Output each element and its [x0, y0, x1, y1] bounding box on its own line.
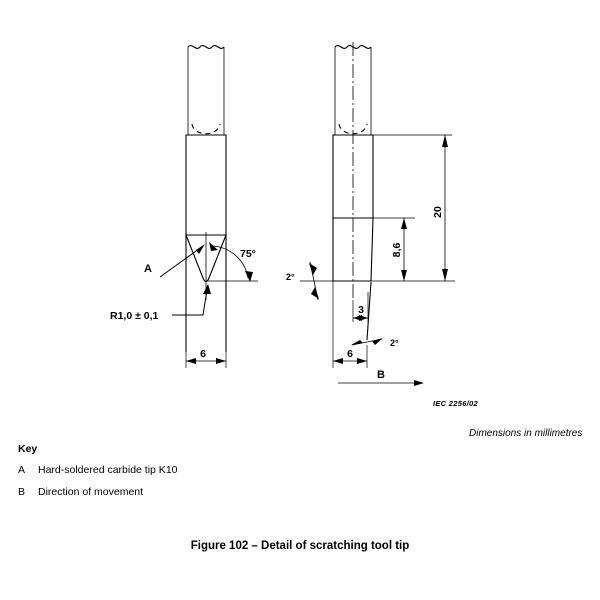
figure-caption: Figure 102 – Detail of scratching tool t… — [190, 540, 410, 552]
side-height-label-20: 20 — [432, 206, 444, 218]
side-rake-flank-edge — [366, 281, 372, 341]
iec-reference-note: IEC 2256/02 — [433, 399, 478, 408]
side-width-arrow-left — [333, 358, 343, 364]
side-height-arrow-top-20 — [442, 135, 448, 147]
side-dim3-label: 3 — [358, 304, 364, 316]
front-radius-arrowhead — [203, 284, 211, 294]
side-left-angle-arrow-up — [309, 263, 317, 275]
side-left-angle-arrow-down — [311, 287, 319, 299]
front-width-arrow-right — [216, 358, 226, 364]
side-dim3-arrow-right — [359, 315, 368, 321]
front-hidden-seat-arc — [191, 123, 221, 135]
side-tip-height-label: 8,6 — [391, 243, 403, 258]
front-view-group: 75° A R1,0 ± 0,1 6 — [110, 45, 258, 368]
front-angle-arrow-lower — [245, 271, 253, 282]
key-block: Key A Hard-soldered carbide tip K10 B Di… — [18, 443, 438, 508]
front-body-block — [185, 134, 227, 236]
front-width-arrow-left — [186, 358, 196, 364]
front-callout-a-label: A — [144, 263, 152, 275]
front-radius-leader — [172, 289, 208, 316]
side-height-arrow-bottom-20 — [442, 269, 448, 281]
side-bottom-angle-arrow-right — [372, 338, 383, 345]
side-width-label: 6 — [347, 348, 353, 360]
key-item-b-id: B — [18, 486, 26, 498]
key-item-a-id: A — [18, 464, 26, 476]
units-note: Dimensions in millimetres — [469, 428, 583, 439]
front-angle-arrow-upper — [209, 242, 218, 251]
side-tip-height-arrow-bottom — [401, 270, 407, 281]
side-hidden-seat-arc — [338, 123, 368, 135]
side-bottom-angle-arrow-left — [351, 340, 363, 345]
key-title: Key — [18, 443, 38, 455]
key-item-b-description: Direction of movement — [38, 486, 144, 498]
side-shank-break-line — [334, 45, 372, 49]
side-width-arrow-right — [357, 358, 367, 364]
side-direction-arrowhead — [414, 380, 424, 386]
side-view-group: 2° 20 8,6 3 2° — [286, 42, 455, 386]
side-bottom-angle-label: 2° — [390, 338, 399, 348]
front-shank-break-line — [187, 45, 225, 49]
front-callout-a-leader — [159, 245, 204, 278]
side-left-angle-label: 2° — [286, 272, 295, 282]
front-width-label: 6 — [200, 348, 206, 360]
key-item-b: B Direction of movement — [18, 486, 438, 498]
side-direction-label: B — [377, 369, 385, 381]
front-angle-label-75: 75° — [240, 248, 256, 260]
front-callout-a-arrowhead — [196, 244, 205, 254]
side-tip-height-arrow-top — [401, 218, 407, 229]
key-item-a-description: Hard-soldered carbide tip K10 — [38, 464, 178, 476]
front-radius-label: R1,0 ± 0,1 — [110, 310, 159, 322]
key-item-a: A Hard-soldered carbide tip K10 — [18, 464, 438, 476]
